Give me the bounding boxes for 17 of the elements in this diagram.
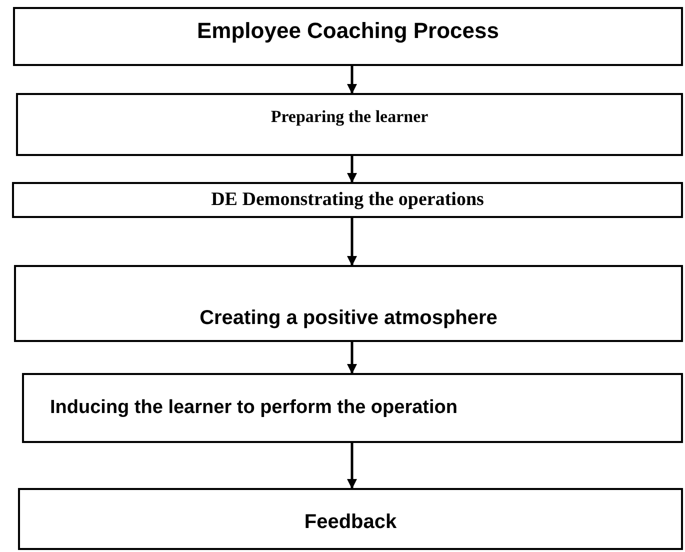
arrow [347,156,357,183]
box-label: Creating a positive atmosphere [200,307,498,330]
process-box [22,373,683,443]
arrow [347,443,357,489]
box-label: Employee Coaching Process [197,18,499,44]
box-label: Inducing the learner to perform the operation [49,397,458,419]
process-box [18,488,683,550]
process-box [16,93,683,156]
arrow [347,66,357,94]
process-box [14,265,683,342]
box-label: Preparing the learner [270,107,428,127]
arrow [347,342,357,374]
arrow [347,218,357,266]
process-box [13,7,683,66]
box-label: Feedback [304,511,397,534]
box-label: DE Demonstrating the operations [211,189,484,211]
process-box [12,182,683,218]
